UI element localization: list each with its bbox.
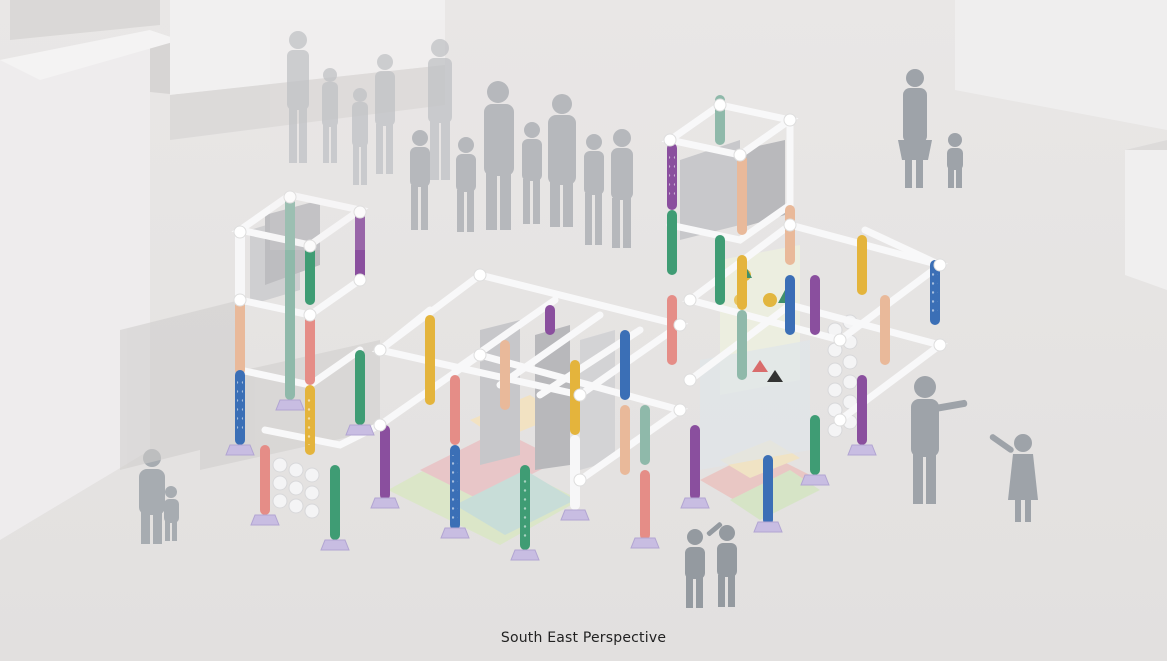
right-people (898, 69, 1038, 522)
person-silhouette-icon (548, 94, 576, 227)
background-people (287, 31, 452, 185)
connectors (233, 98, 947, 487)
person-silhouette-icon (584, 134, 604, 245)
person-silhouette-icon (287, 31, 309, 163)
acrylic-panel (700, 340, 810, 470)
person-silhouette-icon (911, 376, 968, 504)
foam-mat (455, 470, 575, 535)
foam-mat (700, 450, 820, 515)
bottom-people (685, 522, 737, 608)
person-silhouette-icon (611, 129, 633, 248)
person-silhouette-icon (322, 68, 338, 163)
fabric-panel (535, 325, 570, 470)
person-silhouette-icon (898, 69, 932, 188)
person-silhouette-icon (685, 529, 705, 608)
mist (270, 20, 650, 250)
fabric-panel (680, 140, 740, 240)
person-silhouette-icon (484, 81, 514, 230)
buildings (0, 0, 1167, 290)
foam-mat (730, 470, 820, 520)
post-bases (225, 399, 877, 561)
person-silhouette-icon (947, 133, 963, 188)
post-perforations (237, 150, 938, 540)
person-silhouette-icon (375, 54, 395, 174)
midground-people (410, 81, 633, 248)
person-silhouette-icon (164, 486, 179, 541)
person-silhouette-icon (352, 88, 368, 185)
person-silhouette-icon (522, 122, 542, 224)
person-silhouette-icon (706, 522, 737, 607)
person-silhouette-icon (456, 137, 476, 232)
caption: South East Perspective (500, 630, 667, 646)
fabric-panel (740, 140, 785, 228)
posts (235, 95, 940, 550)
foam-mats (388, 395, 820, 545)
person-silhouette-icon (989, 434, 1038, 522)
person-silhouette-icon (428, 39, 452, 180)
person-silhouette-icon (410, 130, 430, 230)
